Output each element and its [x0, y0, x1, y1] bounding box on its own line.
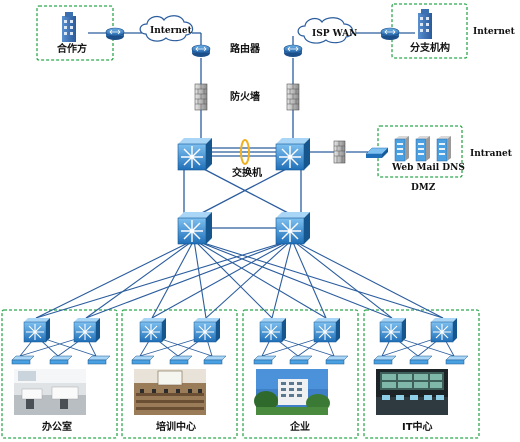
access-switch-icon: [430, 318, 457, 343]
site-frame-training: [121, 309, 238, 439]
firewall-icon: [333, 140, 346, 164]
training-center-photo: [134, 369, 206, 415]
office-photo: [14, 369, 86, 415]
site-frame-office: [1, 309, 118, 439]
firewall-icon: [286, 83, 300, 111]
internet-cloud-icon: [139, 15, 194, 42]
firewall-label: 防火墙: [230, 92, 260, 103]
edge-switches: [11, 355, 469, 365]
building-icon: [418, 9, 432, 39]
distribution-switch-icon: [177, 212, 212, 245]
router-icon: [105, 27, 125, 40]
site-label-office: 办公室: [42, 422, 72, 433]
server-icon: [415, 136, 430, 162]
firewall-icon: [194, 83, 208, 111]
site-label-training: 培训中心: [156, 422, 196, 433]
dmz-frame: [377, 125, 463, 178]
site-frame-enterprise: [242, 309, 359, 439]
access-switch-icon: [193, 318, 220, 343]
switch-label: 交换机: [232, 168, 262, 179]
access-switch-icon: [23, 318, 50, 343]
distribution-links: [35, 239, 444, 319]
partner-label: 合作方: [57, 44, 87, 55]
access-links: [19, 335, 455, 357]
access-switch-icon: [313, 318, 340, 343]
isp-wan-cloud-icon: [297, 17, 354, 44]
enterprise-photo: [254, 369, 330, 415]
stack-ring-icon: [240, 139, 250, 165]
site-label-enterprise: 企业: [290, 422, 310, 433]
core-switch-icon: [275, 138, 310, 171]
internet-cloud-label: Internet: [150, 26, 192, 36]
intranet-label: Intranet: [470, 149, 512, 159]
access-switch-icon: [259, 318, 286, 343]
core-switch-icon: [177, 138, 212, 171]
building-icon: [62, 12, 76, 42]
access-switch-icon: [379, 318, 406, 343]
servers-label: Web Mail DNS: [392, 163, 465, 173]
access-switch-icon: [139, 318, 166, 343]
dmz-label: DMZ: [411, 183, 436, 193]
router-icon: [283, 44, 303, 57]
partner-frame: [36, 5, 114, 61]
access-switch-icon: [73, 318, 100, 343]
router-icon: [380, 27, 400, 40]
isp-wan-label: ISP WAN: [312, 29, 358, 39]
branch-label: 分支机构: [410, 43, 450, 54]
wan-links: [88, 32, 415, 153]
server-icon: [394, 136, 409, 162]
router-label: 路由器: [230, 44, 260, 55]
internet-right-label: Internet: [473, 27, 515, 37]
it-center-photo: [376, 369, 448, 415]
dmz-switch-icon: [365, 147, 389, 158]
distribution-switch-icon: [275, 212, 310, 245]
dashed-frames: [1, 3, 480, 439]
core-links: [183, 147, 302, 229]
server-icon: [436, 136, 451, 162]
site-frame-it: [363, 309, 480, 439]
access-switches: [23, 318, 457, 343]
site-label-it: IT中心: [402, 422, 433, 433]
router-icon: [191, 44, 211, 57]
